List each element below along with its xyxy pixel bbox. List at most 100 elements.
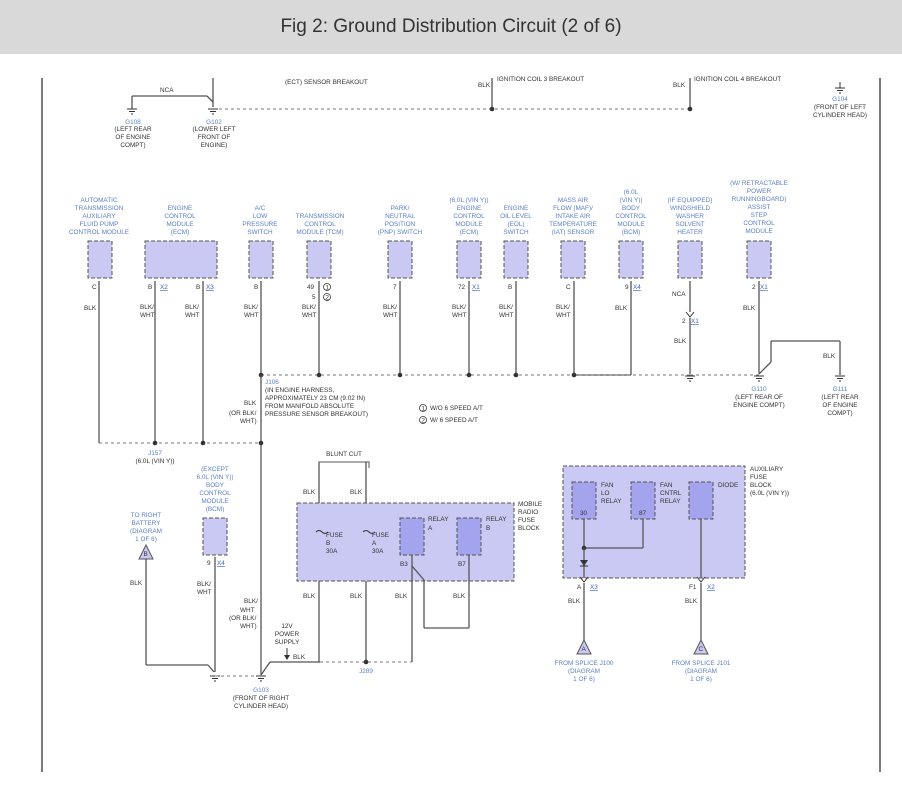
diagram-label: AUTOMATIC — [80, 197, 117, 204]
diagram-label: FROM SPLICE J100 — [555, 660, 614, 667]
g102-desc-1: (LOWER LEFT — [193, 126, 236, 133]
component-maf-iat-sensor: MASS AIR FLOW (MAF)/ INTAKE AIR TEMPERAT… — [549, 197, 597, 375]
g104-desc-2: CYLINDER HEAD) — [813, 112, 867, 119]
diagram-label: 9 — [625, 284, 629, 291]
diagram-label: BLK/ — [556, 304, 570, 311]
diagram-label: TRANSMISSION — [75, 205, 124, 212]
ground-symbol-g111 — [835, 375, 845, 382]
diagram-label: 7 — [393, 284, 397, 291]
diagram-label: RELAY — [486, 516, 507, 523]
diagram-label: WHT — [197, 589, 212, 596]
diagram-label: (BCM) — [622, 229, 640, 236]
diagram-label: BLK — [395, 593, 408, 600]
coil3-breakout-label: IGNITION COIL 3 BREAKOUT — [497, 76, 584, 83]
diagram-label: FUSE — [750, 474, 767, 481]
diagram-label: WHT — [383, 312, 398, 319]
g108-desc-1: (LEFT REAR — [114, 126, 152, 133]
diagram-label: B — [144, 551, 148, 558]
diagram-label: 1 OF 6) — [573, 676, 595, 683]
diagram-label: A — [428, 525, 433, 532]
diagram-label: BLK — [743, 305, 756, 312]
diagram-label: ENGINE — [168, 205, 193, 212]
diagram-label: (6.0L — [624, 189, 639, 196]
diagram-label: CNTRL — [660, 490, 682, 497]
diagram-label: FLOW (MAF)/ — [553, 205, 593, 212]
diagram-label: BLK — [350, 489, 363, 496]
diagram-label: BLK — [350, 593, 363, 600]
diagram-label: C — [92, 284, 97, 291]
diagram-label: MASS AIR — [558, 197, 589, 204]
diagram-label: 30A — [372, 548, 384, 555]
diagram-label: WHT — [185, 312, 200, 319]
diagram-label: J106 — [265, 379, 279, 386]
diagram-label: 12V — [281, 623, 293, 630]
diagram-label: 2 — [325, 294, 329, 301]
diagram-label: RELAY — [428, 516, 449, 523]
diagram-label: BLK — [453, 593, 466, 600]
diagram-label: (FRONT OF RIGHT — [233, 695, 289, 702]
g102-desc-2: FRONT OF — [198, 134, 231, 141]
diagram-label: A/C — [255, 205, 266, 212]
diagram-label: BLK — [303, 593, 316, 600]
ground-symbol-g102 — [208, 108, 218, 115]
diagram-label: MODULE (TCM) — [296, 229, 343, 236]
diagram-label: X4 — [217, 560, 225, 567]
diagram-label: BLK — [84, 305, 97, 312]
diagram-label: BODY — [206, 482, 225, 489]
diagram-label: MODULE — [201, 498, 228, 505]
component-ecm-6-0l: (6.0L (VIN Y)) ENGINE CONTROL MODULE (EC… — [449, 197, 489, 375]
trunk-wire-alt-1: (OR BLK/ — [229, 615, 257, 622]
diagram-label: C — [699, 646, 704, 653]
diagram-label: HEATER — [677, 229, 703, 236]
diagram-label: G110 — [751, 386, 767, 393]
diagram-label: SWITCH — [503, 229, 529, 236]
diagram-label: 1 — [325, 284, 329, 291]
trunk-wire-alt-2: WHT) — [240, 623, 257, 630]
ground-symbol-g103-left — [210, 675, 220, 682]
diagram-label: WHT — [140, 312, 155, 319]
diagram-label: X1 — [691, 318, 699, 325]
diagram-label: FUSE — [326, 532, 343, 539]
diagram-label: FLUID PUMP — [80, 221, 119, 228]
lower-left-section: TO RIGHT BATTERY (DIAGRAM 1 OF 6) B BLK … — [130, 466, 320, 710]
diagram-label: DIODE — [718, 482, 738, 489]
diagram-label: TO RIGHT — [131, 512, 162, 519]
diagram-label: 72 — [458, 284, 466, 291]
diagram-label: BLUNT CUT — [326, 451, 362, 458]
diagram-label: BODY — [622, 205, 641, 212]
diagram-label: BLK — [303, 489, 316, 496]
mobile-radio-fuse-block: BLUNT CUT BLK BLK MOBILE RADIO FUSE BLOC… — [296, 451, 542, 675]
auxiliary-fuse-block: AUXILIARY FUSE BLOCK (6.0L (VIN Y)) FAN … — [555, 465, 789, 683]
coil3-wire-color: BLK — [478, 82, 491, 89]
diagram-label: WASHER — [676, 213, 704, 220]
diagram-label: (IAT) SENSOR — [552, 229, 595, 236]
nca-label: NCA — [160, 87, 174, 94]
diagram-label: RELAY — [660, 498, 681, 505]
g104-desc-1: (FRONT OF LEFT — [814, 104, 866, 111]
diagram-label: 1 — [421, 405, 425, 412]
splice-j100-connector-triangle — [576, 638, 592, 655]
ground-symbol-g108 — [127, 108, 137, 115]
diagram-label: A — [372, 540, 377, 547]
diagram-label: APPROXIMATELY 23 CM (9.02 IN) — [265, 395, 365, 402]
diagram-label: B — [508, 284, 512, 291]
diagram-label: ENGINE — [457, 205, 482, 212]
diagram-label: BLK — [568, 598, 581, 605]
diagram-label: POSITION — [385, 221, 416, 228]
component-atf-pump-module: AUTOMATIC TRANSMISSION AUXILIARY FLUID P… — [69, 197, 129, 443]
diagram-label: MOBILE — [518, 501, 542, 508]
diagram-label: CONTROL — [199, 490, 231, 497]
ground-symbol-g110 — [754, 375, 764, 382]
diagram-label: BLK/ — [197, 581, 211, 588]
diagram-label: BLK — [674, 338, 687, 345]
diagram-label: CONTROL — [615, 213, 647, 220]
diagram-label: 30 — [580, 510, 588, 517]
diagram-label: BLK/ — [244, 598, 258, 605]
diagram-label: BLK — [244, 400, 257, 407]
diagram-label: B7 — [458, 561, 466, 568]
diagram-label: BLOCK — [518, 525, 540, 532]
diagram-label: BLK — [823, 353, 836, 360]
diagram-label: ENGINE — [504, 205, 529, 212]
diagram-label: (VIN Y)) — [620, 197, 643, 204]
